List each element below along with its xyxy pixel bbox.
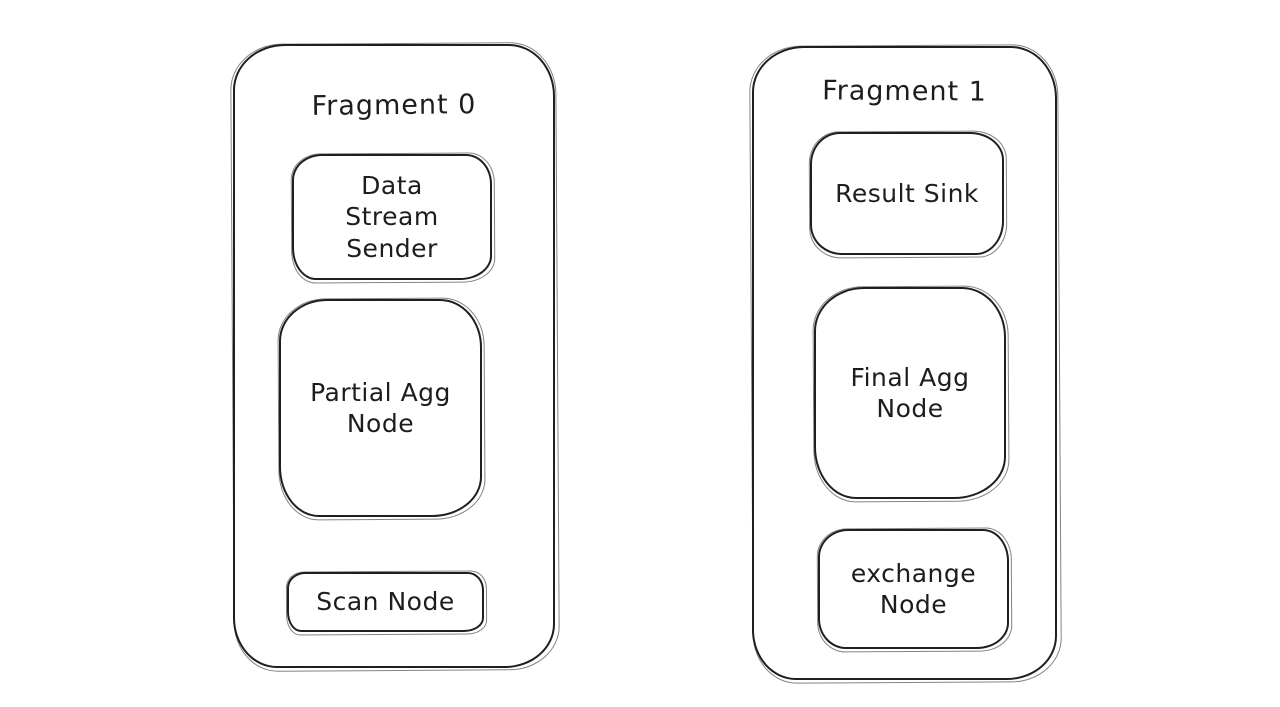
fragment-0-title: Fragment 0	[311, 89, 477, 122]
node-scan: Scan Node	[287, 572, 484, 632]
node-result-sink-label: Result Sink	[835, 178, 979, 208]
node-exchange-label: exchange Node	[850, 558, 977, 620]
node-scan-label: Scan Node	[316, 587, 455, 617]
node-final-agg: Final Agg Node	[814, 287, 1006, 499]
node-exchange: exchange Node	[818, 529, 1009, 649]
node-partial-agg: Partial Agg Node	[279, 299, 482, 517]
node-partial-agg-label: Partial Agg Node	[310, 377, 451, 439]
fragment-1-title: Fragment 1	[822, 75, 987, 108]
node-data-stream-sender-label: Data Stream Sender	[345, 170, 439, 263]
node-final-agg-label: Final Agg Node	[850, 362, 970, 424]
fragment-0-container: Fragment 0 Data Stream Sender Partial Ag…	[233, 44, 555, 668]
fragment-1-container: Fragment 1 Result Sink Final Agg Node ex…	[752, 46, 1057, 680]
node-result-sink: Result Sink	[810, 132, 1004, 255]
node-data-stream-sender: Data Stream Sender	[292, 154, 492, 280]
